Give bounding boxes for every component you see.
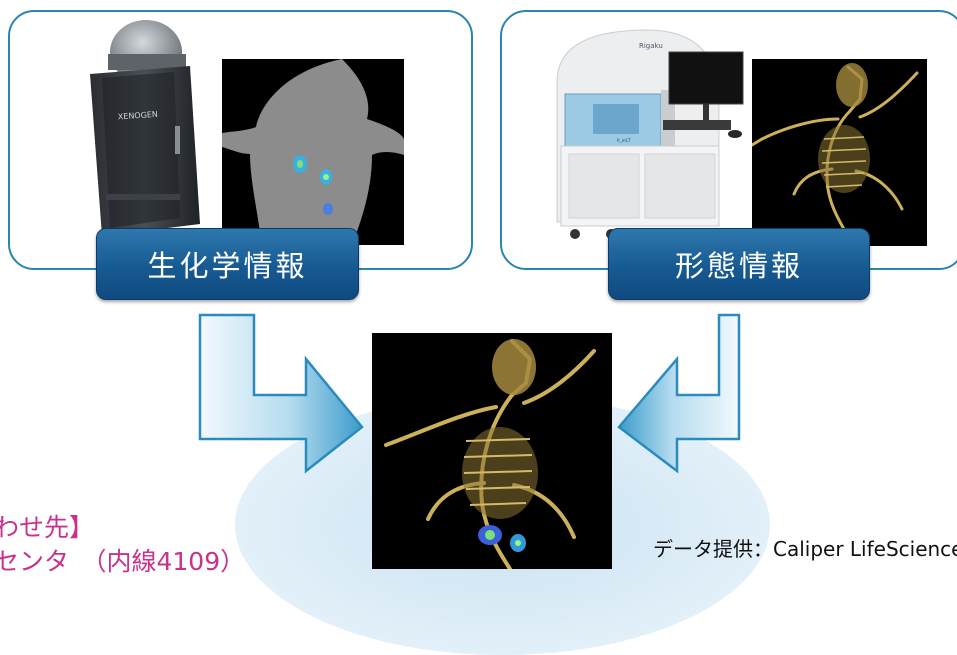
morphological-info-label: 形態情報 bbox=[608, 228, 870, 300]
data-credit: データ提供：Caliper LifeSciences bbox=[653, 537, 957, 561]
ct-skeleton-image bbox=[752, 59, 927, 246]
biochemical-panel: XENOGEN bbox=[8, 10, 473, 270]
fusion-image bbox=[372, 333, 612, 569]
instrument-brand-text: XENOGEN bbox=[118, 110, 159, 122]
morphology-panel: Rigaku R_mCT bbox=[500, 10, 957, 270]
bioluminescence-image bbox=[222, 59, 404, 245]
xenogen-imager-photo: XENOGEN bbox=[90, 20, 200, 236]
scanner-model-text: R_mCT bbox=[617, 138, 631, 143]
biochemical-info-label: 生化学情報 bbox=[96, 228, 359, 300]
scanner-brand-text: Rigaku bbox=[639, 42, 663, 50]
left-arrow-icon bbox=[198, 313, 364, 474]
micro-ct-scanner-photo: Rigaku R_mCT bbox=[556, 29, 744, 239]
contact-heading: わせ先】 bbox=[0, 513, 95, 542]
contact-extension: センタ （内線4109） bbox=[0, 547, 246, 576]
right-arrow-icon bbox=[617, 313, 741, 474]
